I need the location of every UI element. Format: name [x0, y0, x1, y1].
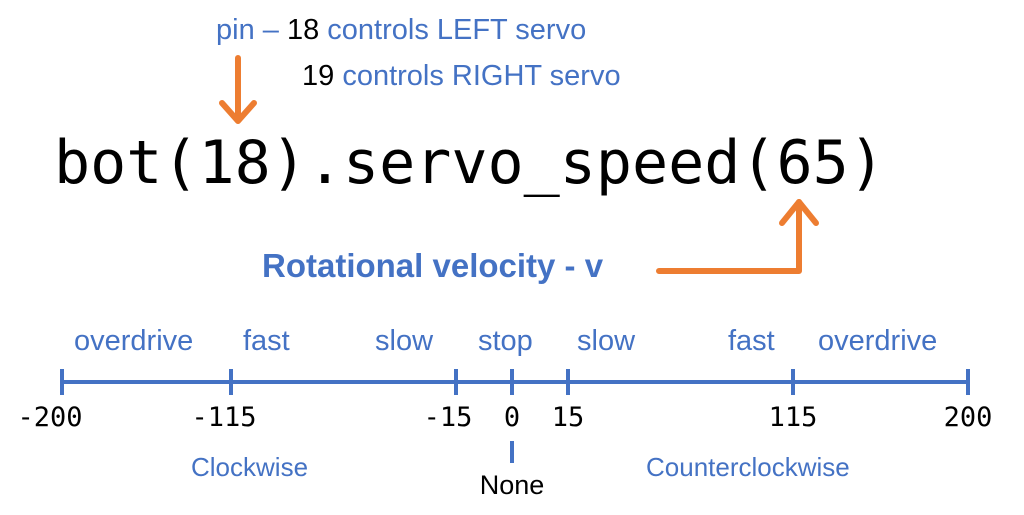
band-slow-right: slow [577, 325, 636, 357]
arrow-elbow-up-icon [656, 199, 819, 274]
velocity-label: Rotational velocity - v [262, 247, 604, 284]
band-slow-left: slow [375, 325, 434, 357]
pin-right-text: controls RIGHT servo [334, 60, 621, 92]
band-overdrive-right: overdrive [818, 325, 938, 357]
pin-annotation-left: pin – 18 controls LEFT servo [216, 14, 586, 47]
arrow-down-icon [219, 55, 257, 124]
pin-left-number: 18 [286, 14, 320, 46]
pin-left-text: controls LEFT servo [319, 14, 587, 46]
band-stop: stop [478, 325, 533, 357]
tick-label: -115 [191, 402, 257, 433]
tick-label: 15 [551, 402, 585, 433]
speed-axis [60, 369, 970, 463]
tick-label: 0 [503, 402, 521, 433]
pin-right-number: 19 [302, 60, 335, 92]
pin-prefix: pin – [216, 14, 287, 46]
band-fast-right: fast [728, 325, 775, 357]
tick-label: 200 [943, 402, 993, 433]
tick-label: -15 [423, 402, 473, 433]
pin-annotation-right: 19 controls RIGHT servo [302, 60, 621, 93]
tick-label: 115 [768, 402, 818, 433]
tick-label: -200 [17, 402, 83, 433]
direction-clockwise: Clockwise [191, 452, 309, 482]
band-fast-left: fast [243, 325, 290, 357]
band-overdrive-left: overdrive [74, 325, 194, 357]
direction-counterclockwise: Counterclockwise [646, 452, 850, 482]
code-statement: bot(18).servo_speed(65) [54, 128, 885, 198]
zero-none-label: None [479, 470, 545, 500]
